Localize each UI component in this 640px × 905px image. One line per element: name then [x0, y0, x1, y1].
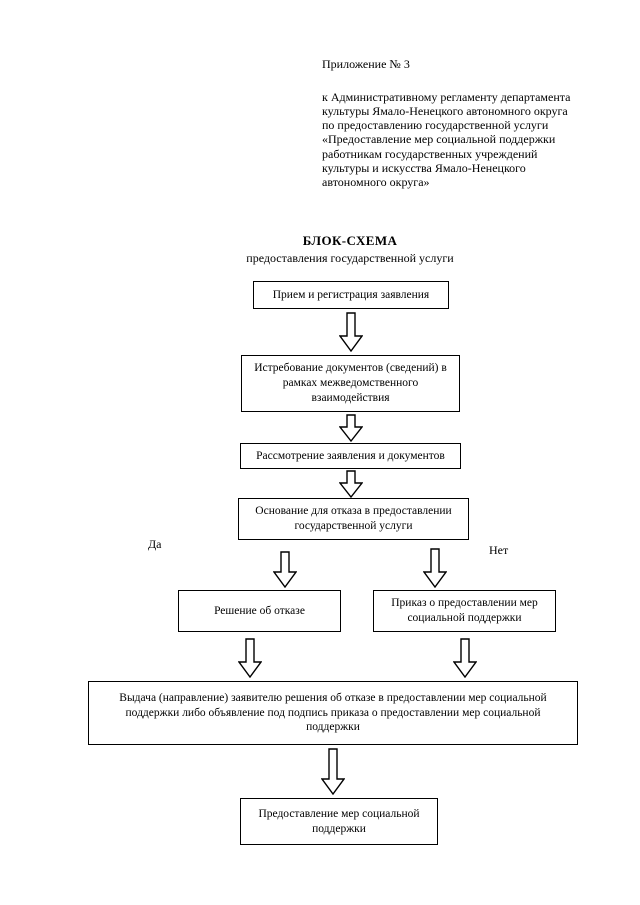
down-arrow-icon	[321, 748, 345, 795]
appendix-label: Приложение № 3	[322, 57, 410, 71]
page-subtitle: предоставления государственной услуги	[246, 251, 454, 265]
down-arrow-icon	[453, 638, 477, 678]
branch-yes-label: Да	[148, 537, 162, 551]
node-refusal-grounds: Основание для отказа в предоставлении го…	[238, 498, 469, 540]
node-request-documents: Истребование документов (сведений) в рам…	[241, 355, 460, 412]
appendix-reference: к Административному регламенту департаме…	[322, 90, 571, 189]
node-refusal-decision: Решение об отказе	[178, 590, 341, 632]
down-arrow-icon	[339, 470, 363, 498]
node-issuance: Выдача (направление) заявителю решения о…	[88, 681, 578, 745]
down-arrow-icon	[339, 312, 363, 352]
node-review: Рассмотрение заявления и документов	[240, 443, 461, 469]
down-arrow-icon	[238, 638, 262, 678]
node-provision: Предоставление мер социальной поддержки	[240, 798, 438, 845]
down-arrow-icon	[339, 414, 363, 442]
branch-no-label: Нет	[489, 543, 509, 557]
down-arrow-icon	[273, 551, 297, 588]
node-support-order: Приказ о предоставлении мер социальной п…	[373, 590, 556, 632]
page-title: БЛОК-СХЕМА	[302, 233, 398, 248]
node-reception: Прием и регистрация заявления	[253, 281, 449, 309]
down-arrow-icon	[423, 548, 447, 588]
